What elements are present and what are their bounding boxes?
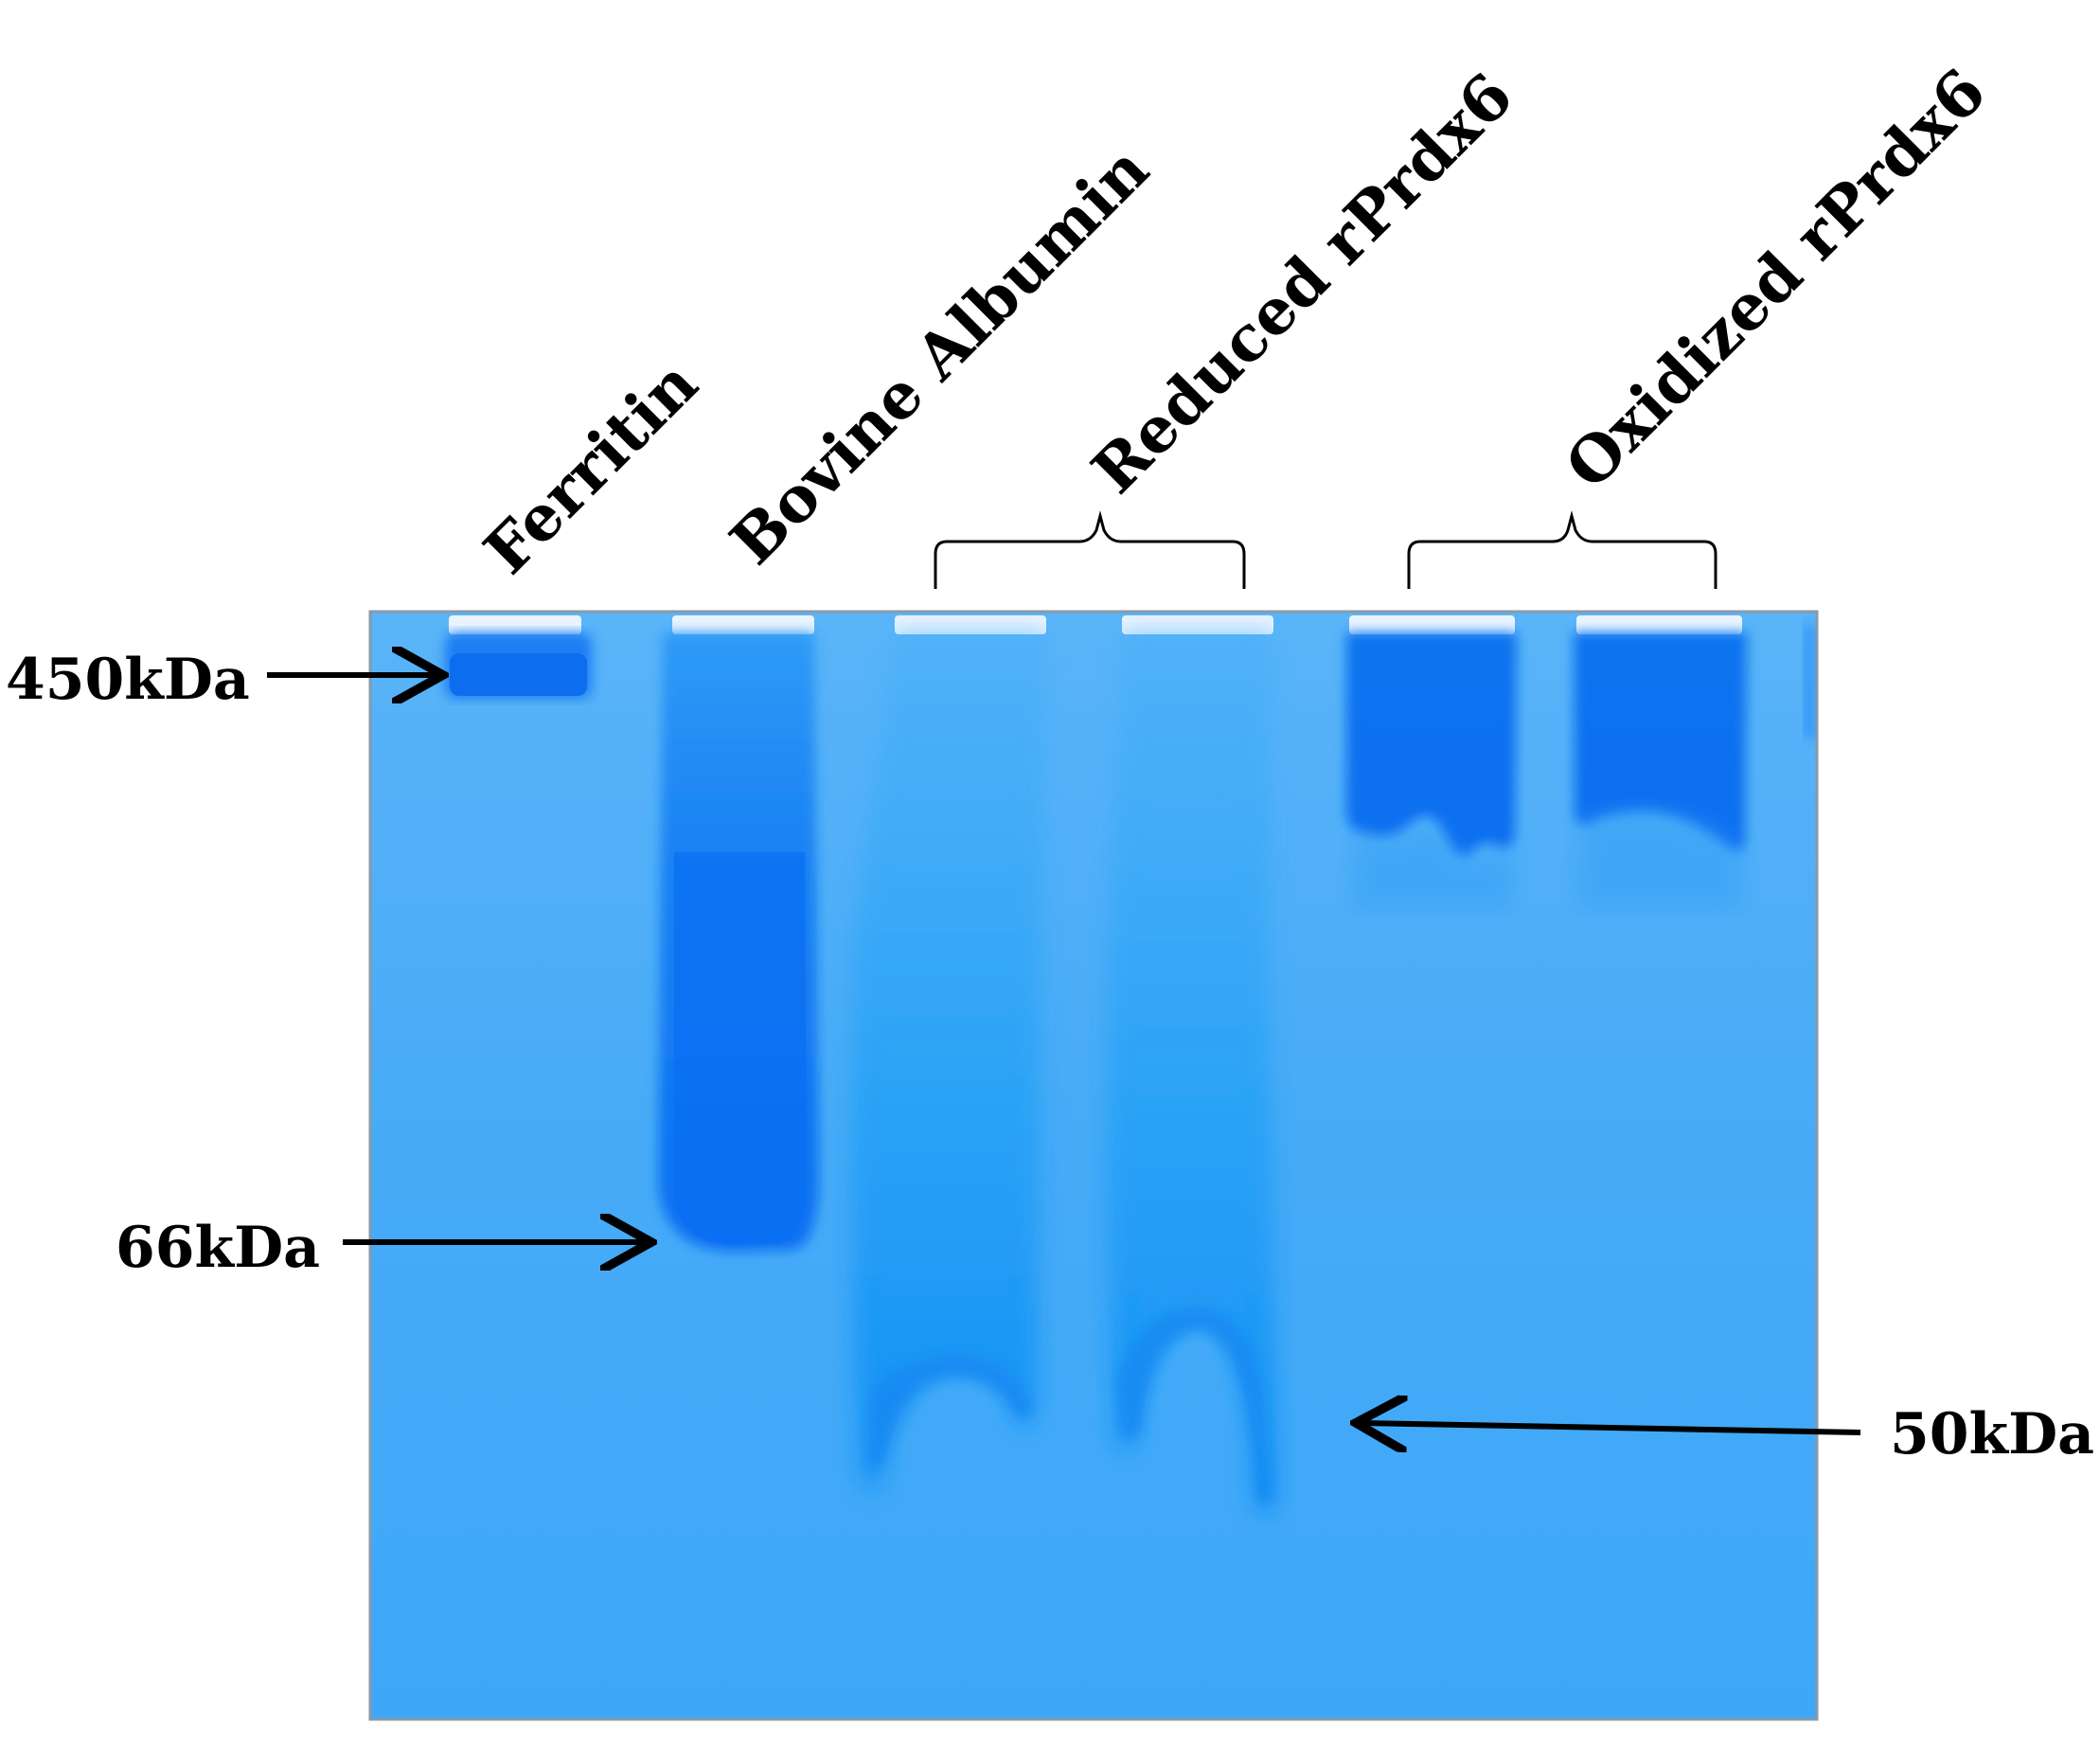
marker-50kda-arrow bbox=[1361, 1423, 1861, 1432]
band-oxidized-1 bbox=[1346, 632, 1517, 857]
label-reduced-rprdx6: Reduced rPrdx6 bbox=[1077, 59, 1526, 507]
label-ferritin: Ferritin bbox=[470, 347, 712, 589]
well-ferritin bbox=[449, 615, 581, 634]
lane-reduced-1 bbox=[850, 615, 1046, 1490]
lane-edge-partial bbox=[1804, 625, 1815, 738]
label-bovine-albumin: Bovine Albumin bbox=[716, 132, 1163, 578]
gel-panel bbox=[368, 610, 1819, 1721]
markers: 450kDa 66kDa 50kDa bbox=[6, 647, 2094, 1467]
lane-oxidized-2 bbox=[1574, 615, 1747, 909]
well-bovine-albumin bbox=[672, 615, 814, 634]
marker-66kda-label: 66kDa bbox=[116, 1215, 320, 1281]
bracket-oxidized bbox=[1407, 510, 1717, 589]
lane-labels: Ferritin Bovine Albumin Reduced rPrdx6 O… bbox=[470, 54, 2000, 588]
well-reduced-2 bbox=[1122, 615, 1273, 634]
bracket-reduced bbox=[934, 510, 1246, 589]
band-oxidized-2 bbox=[1574, 632, 1747, 851]
well-reduced-1 bbox=[895, 615, 1046, 634]
well-oxidized-2 bbox=[1576, 615, 1742, 634]
marker-450kda-label: 450kDa bbox=[6, 647, 250, 713]
marker-50kda-label: 50kDa bbox=[1890, 1401, 2094, 1467]
lane-bovine-albumin bbox=[658, 615, 819, 1252]
label-oxidized-rprdx6: Oxidized rPrdx6 bbox=[1551, 54, 2000, 503]
well-oxidized-1 bbox=[1349, 615, 1515, 634]
lane-reduced-2 bbox=[1106, 615, 1278, 1513]
lane-oxidized-1 bbox=[1346, 615, 1517, 909]
lane-ferritin bbox=[445, 615, 592, 699]
